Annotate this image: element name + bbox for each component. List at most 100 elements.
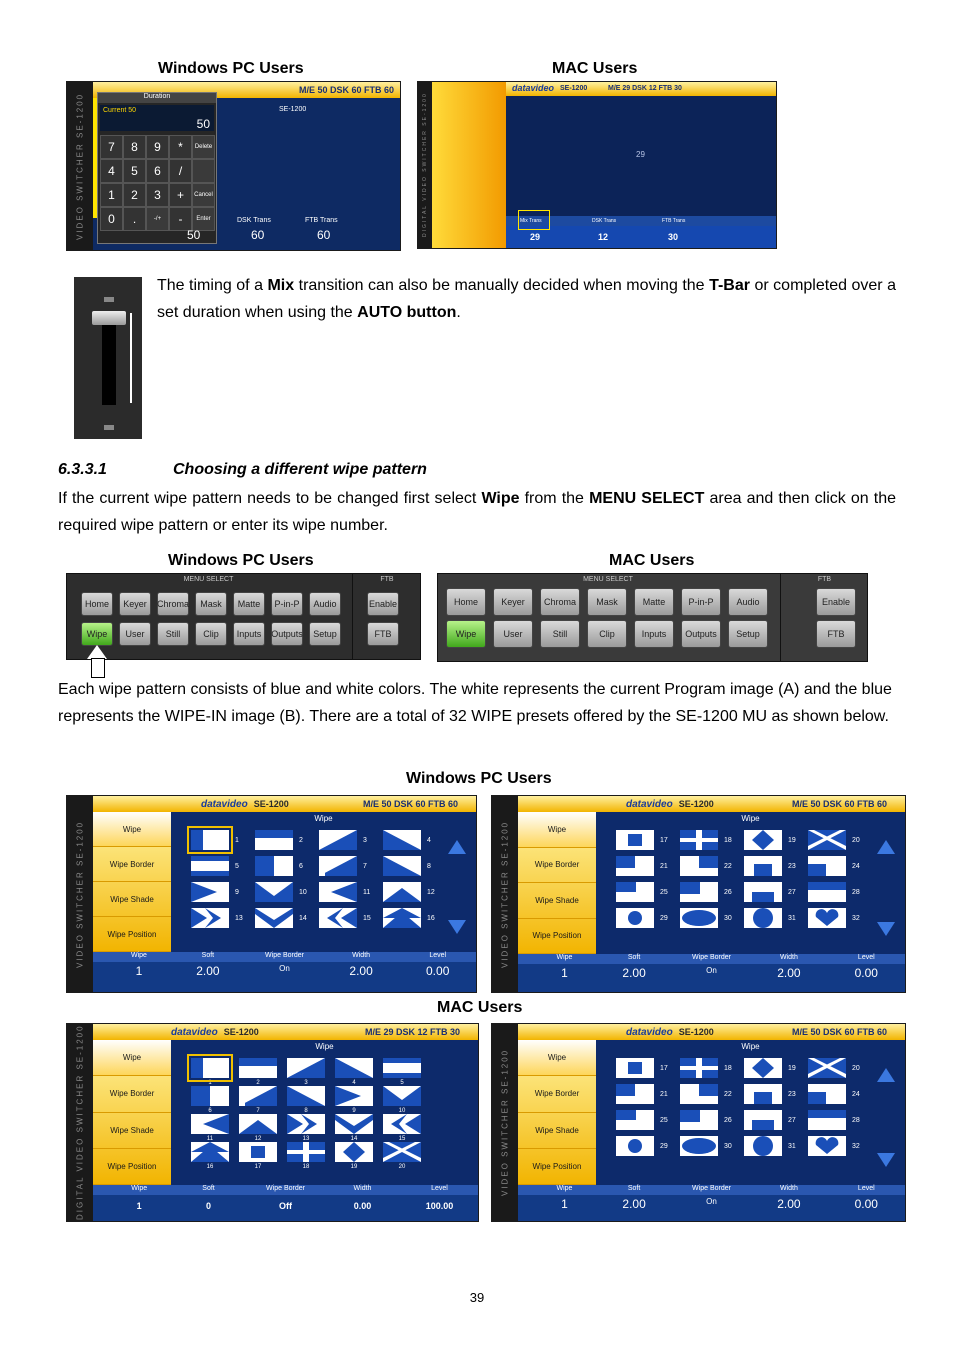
wipe-pattern-24[interactable]: 24 <box>808 1084 866 1104</box>
wipe-pattern-22[interactable]: 22 <box>680 1084 738 1104</box>
menu-button-still[interactable]: Still <box>540 620 580 648</box>
wipe-pattern-27[interactable]: 27 <box>744 882 802 902</box>
wipe-pattern-1[interactable]: 1 <box>187 1054 233 1086</box>
keypad-key[interactable]: 1 <box>100 183 123 207</box>
wipe-pattern-2[interactable]: 2 <box>255 830 313 850</box>
status-value[interactable]: On <box>706 966 717 975</box>
menu-button-inputs[interactable]: Inputs <box>634 620 674 648</box>
scroll-down-icon[interactable] <box>448 920 466 934</box>
wipe-pattern-6[interactable]: 6 <box>255 856 313 876</box>
scroll-up-icon[interactable] <box>877 840 895 854</box>
keypad-key[interactable]: + <box>169 183 192 207</box>
menu-button-user[interactable]: User <box>119 622 151 646</box>
wipe-pattern-9[interactable]: 9 <box>335 1086 373 1114</box>
menu-button-p-in-p[interactable]: P-in-P <box>681 588 721 616</box>
wipe-menu-item-wipe-position[interactable]: Wipe Position <box>93 917 171 952</box>
wipe-pattern-5[interactable]: 5 <box>191 856 249 876</box>
wipe-pattern-11[interactable]: 11 <box>191 1114 229 1142</box>
wipe-pattern-23[interactable]: 23 <box>744 1084 802 1104</box>
wipe-pattern-19[interactable]: 19 <box>744 830 802 850</box>
wipe-pattern-20[interactable]: 20 <box>383 1142 421 1170</box>
menu-button-outputs[interactable]: Outputs <box>271 622 303 646</box>
keypad-key[interactable]: 0 <box>100 207 123 231</box>
status-value[interactable]: 0.00 <box>426 964 450 978</box>
wipe-pattern-11[interactable]: 11 <box>319 882 377 902</box>
wipe-pattern-3[interactable]: 3 <box>287 1058 325 1086</box>
wipe-pattern-10[interactable]: 10 <box>255 882 313 902</box>
keypad-key[interactable]: -/+ <box>146 207 169 231</box>
menu-button-home[interactable]: Home <box>81 592 113 616</box>
keypad-key[interactable]: 5 <box>123 159 146 183</box>
ftb-button-enable[interactable]: Enable <box>816 588 856 616</box>
keypad-key[interactable]: 3 <box>146 183 169 207</box>
keypad-key[interactable]: . <box>123 207 146 231</box>
wipe-pattern-20[interactable]: 20 <box>808 830 866 850</box>
menu-button-p-in-p[interactable]: P-in-P <box>271 592 303 616</box>
wipe-pattern-8[interactable]: 8 <box>383 856 441 876</box>
wipe-pattern-21[interactable]: 21 <box>616 1084 674 1104</box>
wipe-pattern-18[interactable]: 18 <box>287 1142 325 1170</box>
wipe-pattern-5[interactable]: 5 <box>383 1058 421 1086</box>
status-value[interactable]: 1 <box>135 964 143 978</box>
keypad-key[interactable] <box>192 159 215 183</box>
wipe-pattern-4[interactable]: 4 <box>335 1058 373 1086</box>
keypad-key[interactable]: Cancel <box>192 183 215 207</box>
wipe-pattern-18[interactable]: 18 <box>680 1058 738 1078</box>
wipe-menu-item-wipe-shade[interactable]: Wipe Shade <box>518 1113 596 1149</box>
menu-button-chroma[interactable]: Chroma <box>157 592 189 616</box>
wipe-pattern-13[interactable]: 13 <box>191 908 249 928</box>
wipe-pattern-19[interactable]: 19 <box>744 1058 802 1078</box>
keypad-key[interactable]: 6 <box>146 159 169 183</box>
status-value[interactable]: 2.00 <box>622 1197 646 1211</box>
status-value[interactable]: 2.00 <box>777 1197 801 1211</box>
wipe-menu-item-wipe-position[interactable]: Wipe Position <box>93 1149 171 1185</box>
wipe-pattern-31[interactable]: 31 <box>744 1136 802 1156</box>
wipe-menu-item-wipe-position[interactable]: Wipe Position <box>518 1149 596 1185</box>
ftb-button-ftb[interactable]: FTB <box>367 622 399 646</box>
keypad-key[interactable]: - <box>169 207 192 231</box>
status-value[interactable]: 100.00 <box>425 1201 454 1211</box>
menu-button-mask[interactable]: Mask <box>195 592 227 616</box>
status-value[interactable]: 2.00 <box>196 964 220 978</box>
wipe-pattern-8[interactable]: 8 <box>287 1086 325 1114</box>
menu-button-matte[interactable]: Matte <box>233 592 265 616</box>
wipe-pattern-12[interactable]: 12 <box>239 1114 277 1142</box>
menu-button-inputs[interactable]: Inputs <box>233 622 265 646</box>
wipe-pattern-2[interactable]: 2 <box>239 1058 277 1086</box>
wipe-menu-item-wipe[interactable]: Wipe <box>518 1040 596 1077</box>
wipe-pattern-16[interactable]: 16 <box>191 1142 229 1170</box>
scroll-down-icon[interactable] <box>877 922 895 936</box>
wipe-pattern-23[interactable]: 23 <box>744 856 802 876</box>
wipe-pattern-14[interactable]: 14 <box>255 908 313 928</box>
wipe-pattern-14[interactable]: 14 <box>335 1114 373 1142</box>
wipe-pattern-4[interactable]: 4 <box>383 830 441 850</box>
menu-button-audio[interactable]: Audio <box>728 588 768 616</box>
wipe-pattern-26[interactable]: 26 <box>680 882 738 902</box>
wipe-menu-item-wipe-shade[interactable]: Wipe Shade <box>93 882 171 917</box>
menu-button-clip[interactable]: Clip <box>587 620 627 648</box>
wipe-menu-item-wipe-position[interactable]: Wipe Position <box>518 919 596 954</box>
wipe-pattern-25[interactable]: 25 <box>616 882 674 902</box>
keypad-key[interactable]: Enter <box>192 207 215 231</box>
menu-button-setup[interactable]: Setup <box>309 622 341 646</box>
status-value[interactable]: 2.00 <box>622 966 646 980</box>
wipe-pattern-15[interactable]: 15 <box>383 1114 421 1142</box>
wipe-pattern-17[interactable]: 17 <box>616 830 674 850</box>
wipe-pattern-22[interactable]: 22 <box>680 856 738 876</box>
wipe-menu-item-wipe-shade[interactable]: Wipe Shade <box>93 1113 171 1149</box>
wipe-pattern-7[interactable]: 7 <box>239 1086 277 1114</box>
keypad-key[interactable]: 8 <box>123 135 146 159</box>
keypad-key[interactable]: / <box>169 159 192 183</box>
status-value[interactable]: 1 <box>136 1201 142 1211</box>
wipe-pattern-31[interactable]: 31 <box>744 908 802 928</box>
wipe-pattern-9[interactable]: 9 <box>191 882 249 902</box>
menu-button-setup[interactable]: Setup <box>728 620 768 648</box>
wipe-pattern-17[interactable]: 17 <box>239 1142 277 1170</box>
menu-button-outputs[interactable]: Outputs <box>681 620 721 648</box>
wipe-menu-item-wipe[interactable]: Wipe <box>93 812 171 847</box>
keypad-key[interactable]: 7 <box>100 135 123 159</box>
status-value[interactable]: 2.00 <box>777 966 801 980</box>
wipe-pattern-30[interactable]: 30 <box>680 908 738 928</box>
wipe-pattern-24[interactable]: 24 <box>808 856 866 876</box>
wipe-pattern-20[interactable]: 20 <box>808 1058 866 1078</box>
